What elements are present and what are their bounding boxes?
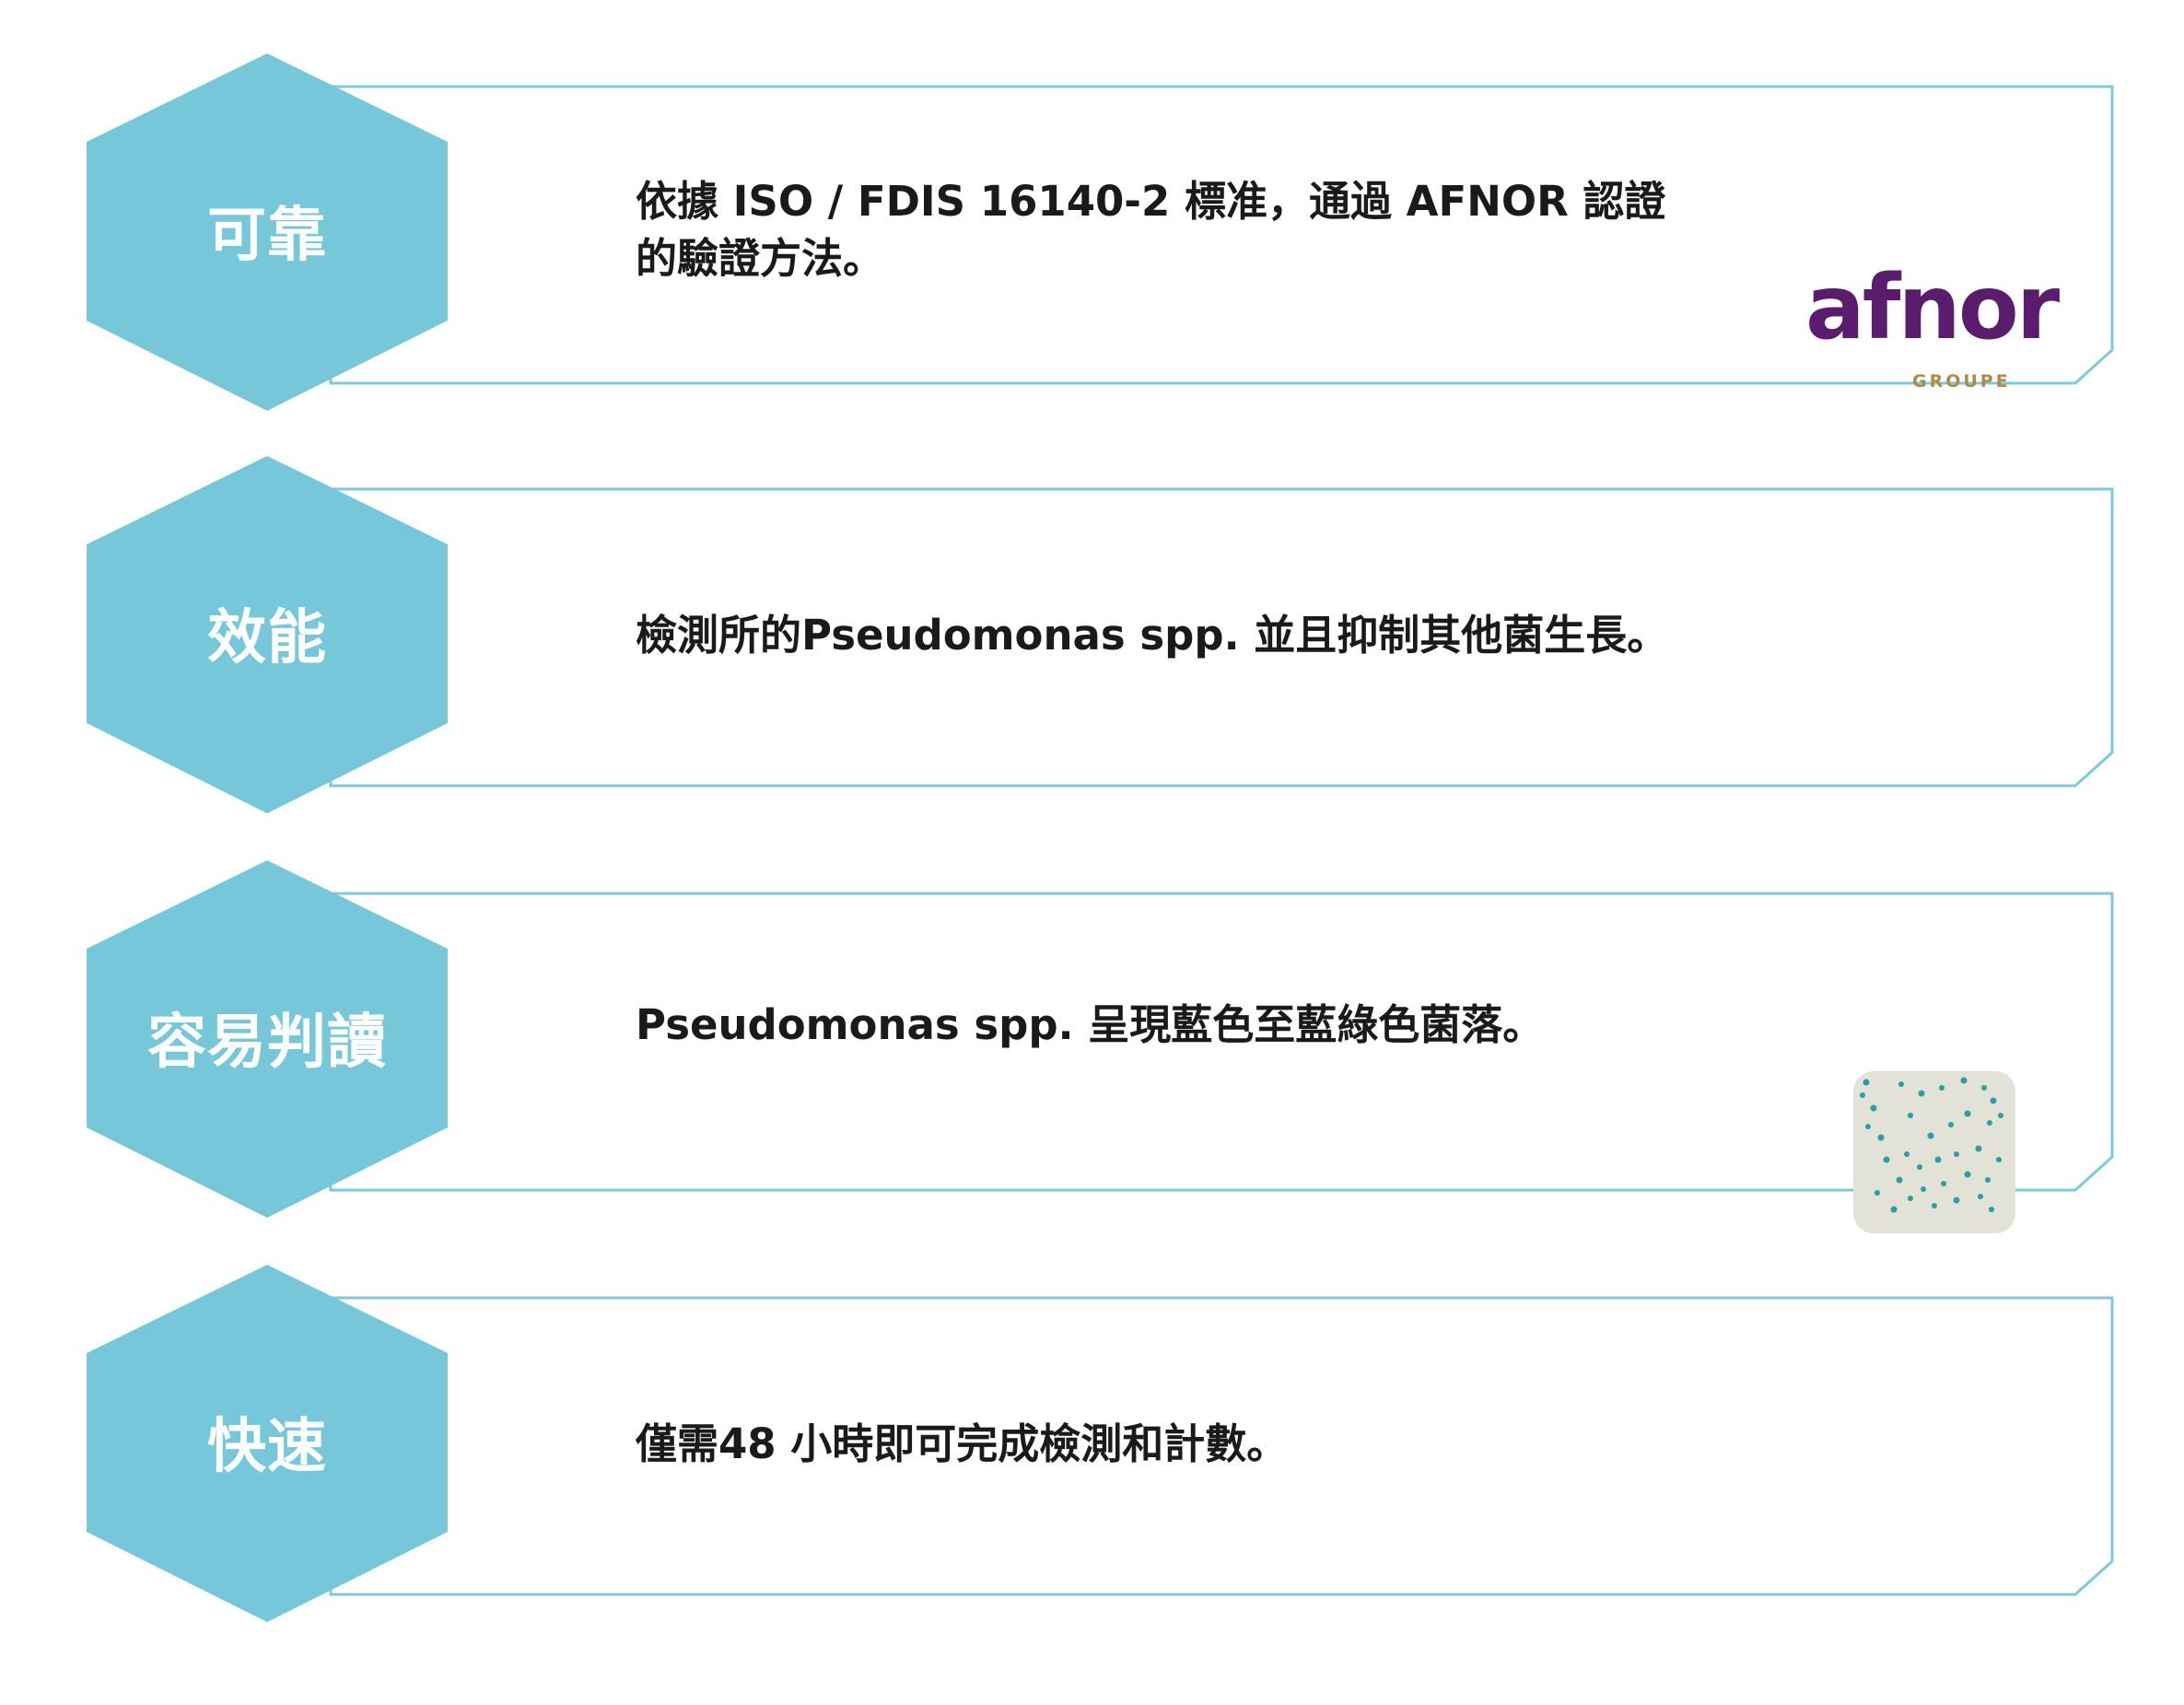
feature-row-reliable: 可靠 依據 ISO / FDIS 16140-2 標准，通過 AFNOR 認證 … (0, 46, 2184, 415)
feature-label: 可靠 (207, 202, 327, 270)
feature-description: 依據 ISO / FDIS 16140-2 標准，通過 AFNOR 認證 的驗證… (636, 173, 1796, 287)
feature-row-fast: 快速 僅需48 小時即可完成檢測和計數。 (0, 1257, 2184, 1626)
row-frame (87, 860, 2114, 1218)
hexagon-badge (87, 860, 448, 1218)
hexagon-badge (87, 1265, 448, 1622)
description-line: Pseudomonas spp. 呈現藍色至藍綠色菌落。 (636, 1000, 1545, 1049)
row-frame (87, 53, 2114, 411)
feature-description: Pseudomonas spp. 呈現藍色至藍綠色菌落。 (636, 997, 1796, 1054)
description-line: 檢測所的Pseudomonas spp. 並且抑制其他菌生長。 (636, 611, 1669, 660)
logo-wordmark: afnor (1805, 256, 2060, 359)
feature-label: 效能 (207, 604, 327, 672)
logo-subtitle: GROUPE (1912, 371, 2011, 391)
feature-description: 僅需48 小時即可完成檢測和計數。 (636, 1416, 1796, 1473)
description-line: 的驗證方法。 (636, 234, 885, 283)
hexagon-badge (87, 456, 448, 813)
feature-label: 容易判讀 (147, 1009, 387, 1077)
description-line: 僅需48 小時即可完成檢測和計數。 (636, 1419, 1289, 1468)
row-frame (87, 456, 2114, 813)
feature-row-performance: 效能 檢測所的Pseudomonas spp. 並且抑制其他菌生長。 (0, 449, 2184, 817)
afnor-logo: afnor GROUPE (1805, 263, 2063, 411)
description-line: 依據 ISO / FDIS 16140-2 標准，通過 AFNOR 認證 (636, 177, 1666, 226)
feature-description: 檢測所的Pseudomonas spp. 並且抑制其他菌生長。 (636, 607, 1796, 664)
colony-dots (1860, 1077, 2003, 1213)
hexagon-badge (87, 53, 448, 411)
petri-dish-image (1853, 1071, 2015, 1233)
feature-row-easy-reading: 容易判讀 Pseudomonas spp. 呈現藍色至藍綠色菌落。 (0, 853, 2184, 1221)
row-frame (87, 1265, 2114, 1622)
feature-label: 快速 (207, 1413, 327, 1481)
